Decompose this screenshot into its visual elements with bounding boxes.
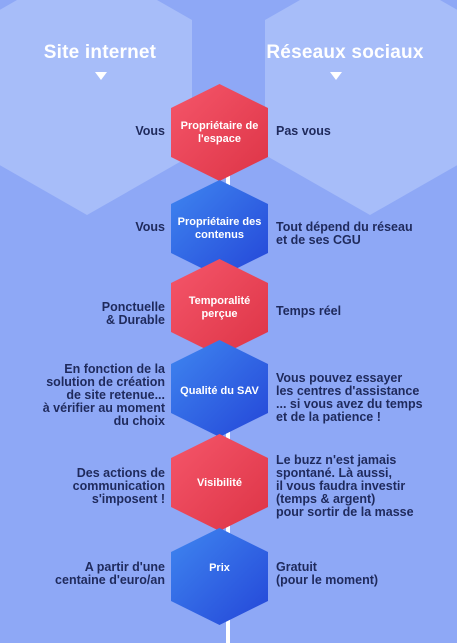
hexagon-temporalite <box>171 259 268 356</box>
left-column-title: Site internet <box>43 42 157 63</box>
left-line: solution de création <box>46 375 165 389</box>
hexagon-visibilite <box>171 434 268 531</box>
right-line: spontané. Là aussi, <box>276 466 393 480</box>
right-line: il vous faudra investir <box>276 479 406 493</box>
right-line: Tout dépend du réseau <box>276 220 413 234</box>
row-label-qualite-sav: Qualité du SAV <box>180 384 259 397</box>
right-line: (pour le moment) <box>276 573 379 587</box>
left-line: communication <box>72 479 165 493</box>
left-value-proprietaire-espace: Vous <box>15 125 165 138</box>
right-line: Le buzz n'est jamais <box>276 453 397 467</box>
row-label-temporalite: Temporalité perçue <box>188 295 251 320</box>
left-value-visibilite: Des actions de communication s'imposent … <box>15 467 165 506</box>
left-line: de site retenue... <box>66 388 165 402</box>
row-label-proprietaire-espace: Propriétaire de l'espace <box>180 120 259 145</box>
left-value-temporalite: Ponctuelle & Durable <box>15 301 165 327</box>
left-value-prix: A partir d'une centaine d'euro/an <box>15 561 165 587</box>
right-line: Gratuit <box>276 560 317 574</box>
right-value-temporalite: Temps réel <box>276 305 454 318</box>
hexagon-qualite-sav <box>171 340 268 437</box>
left-line: Vous <box>135 220 165 234</box>
left-line: s'imposent ! <box>91 492 165 506</box>
right-column-title: Réseaux sociaux <box>266 42 424 63</box>
right-value-prix: Gratuit (pour le moment) <box>276 561 454 587</box>
left-background-hexagon <box>0 0 192 215</box>
left-line: Vous <box>135 124 165 138</box>
left-column-arrow-icon <box>95 72 107 80</box>
row-label-proprietaire-contenus: Propriétaire des contenus <box>177 216 262 241</box>
hexagon-proprietaire-espace <box>171 84 268 181</box>
right-line: (temps & argent) <box>276 492 376 506</box>
right-background-hexagon <box>265 0 457 215</box>
left-line: Ponctuelle <box>101 300 165 314</box>
left-line: Des actions de <box>76 466 165 480</box>
row-label-visibilite: Visibilité <box>196 476 243 489</box>
left-line: du choix <box>113 414 165 428</box>
right-line: ... si vous avez du temps <box>276 397 423 411</box>
right-value-proprietaire-contenus: Tout dépend du réseau et de ses CGU <box>276 221 454 247</box>
hexagon-proprietaire-contenus <box>171 180 268 277</box>
row-label-prix: Prix <box>209 561 230 574</box>
right-value-proprietaire-espace: Pas vous <box>276 125 454 138</box>
left-line: En fonction de la <box>64 362 165 376</box>
right-line: et de la patience ! <box>276 410 381 424</box>
left-line: & Durable <box>105 313 165 327</box>
right-line: Pas vous <box>276 124 331 138</box>
right-line: et de ses CGU <box>276 233 361 247</box>
left-value-proprietaire-contenus: Vous <box>15 221 165 234</box>
right-value-visibilite: Le buzz n'est jamais spontané. Là aussi,… <box>276 454 454 519</box>
left-line: A partir d'une <box>84 560 165 574</box>
right-value-qualite-sav: Vous pouvez essayer les centres d'assist… <box>276 372 454 424</box>
left-line: centaine d'euro/an <box>55 573 165 587</box>
left-value-qualite-sav: En fonction de la solution de création d… <box>15 363 165 428</box>
right-line: pour sortir de la masse <box>276 505 414 519</box>
left-line: à vérifier au moment <box>42 401 165 415</box>
right-line: Vous pouvez essayer <box>276 371 403 385</box>
right-column-arrow-icon <box>330 72 342 80</box>
right-line: les centres d'assistance <box>276 384 420 398</box>
right-line: Temps réel <box>276 304 342 318</box>
hexagon-prix <box>171 528 268 625</box>
